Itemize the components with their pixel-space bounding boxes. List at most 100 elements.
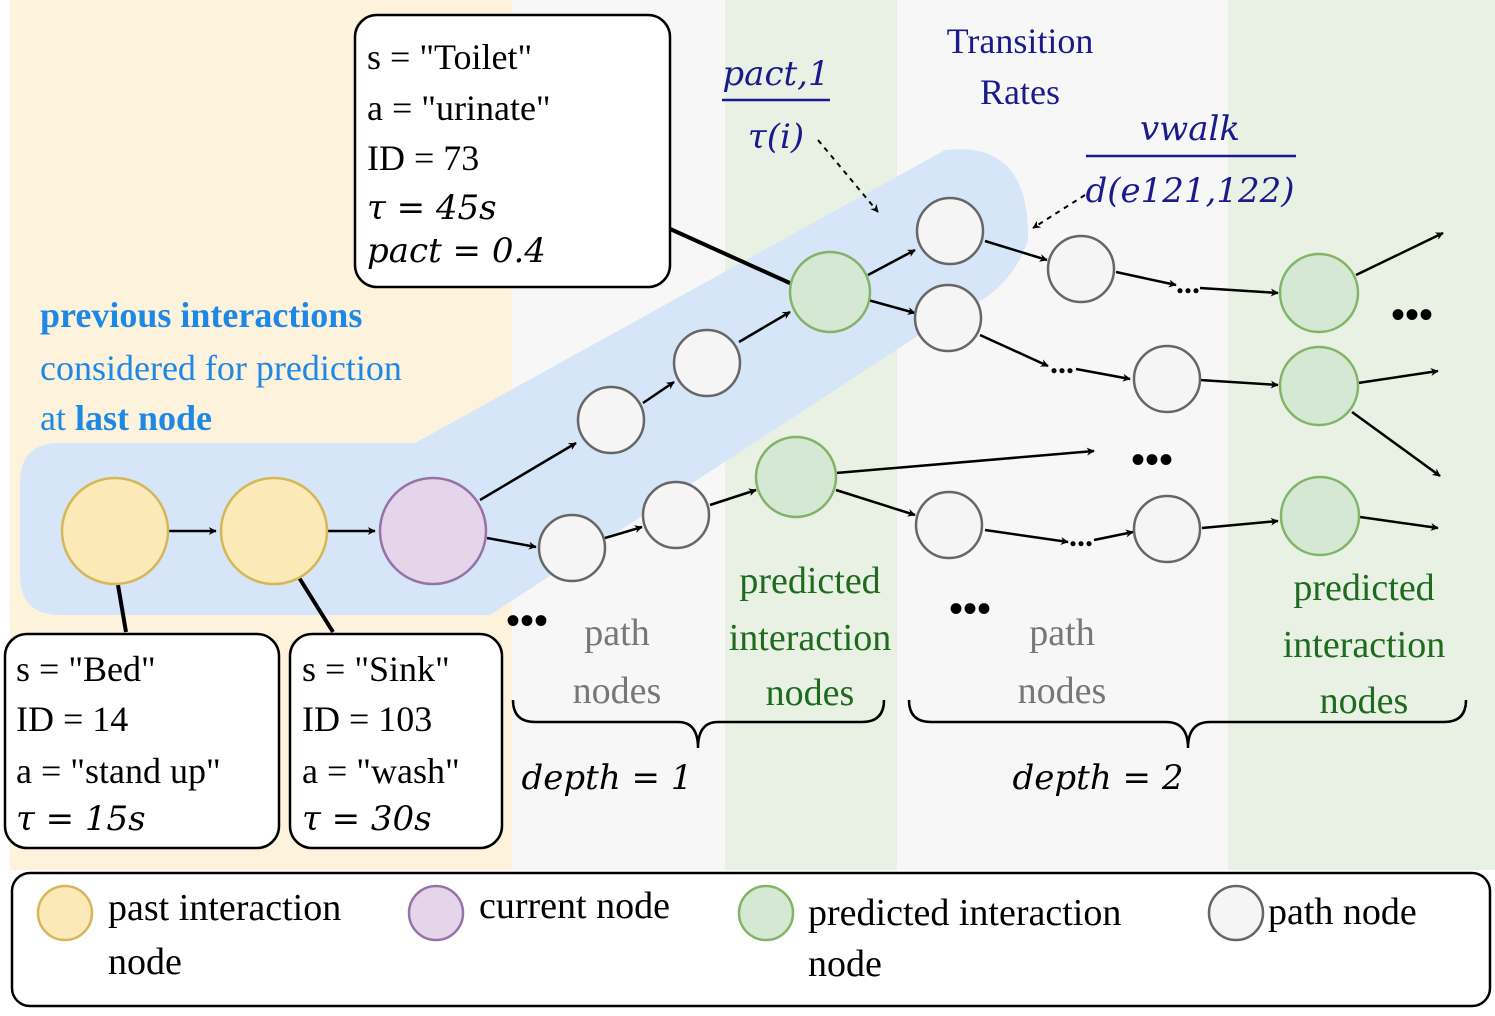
sink-s: s = "Sink" [302,649,450,689]
formula2-denominator: d(e121,122) [1085,171,1294,211]
path-node [1132,344,1202,414]
bed-s: s = "Bed" [16,649,156,689]
predicted-node [754,435,838,519]
label-line: predicted [739,560,880,602]
sink-info-box: s = "Sink" ID = 103 a = "wash" τ = 30s [288,632,504,850]
edge [1357,368,1439,385]
toilet-s: s = "Toilet" [367,37,532,77]
edge [1355,231,1444,277]
edge [486,536,537,550]
transition-line1: Transition [947,21,1094,61]
transition-rates-label: Transition Rates [947,21,1094,112]
legend-frame [10,871,1492,1008]
label-line: nodes [573,670,662,712]
depth1-label: depth = 1 [522,758,693,798]
predicted-node [1279,475,1361,557]
edge [984,239,1048,262]
edge [1075,367,1131,382]
ellipsis: ••• [1131,437,1173,482]
edge [1199,286,1279,297]
dots: ... [1069,517,1093,553]
predicted-node [1278,345,1360,427]
path-node [913,283,983,353]
rate-pointers [817,139,1086,229]
prev-line3: at last node [40,398,212,438]
sink-node [219,476,329,586]
sink-connector [296,574,335,634]
ellipsis-marks: ••• ••• ••• ••• ... ... ... [506,264,1433,643]
toilet-connector [667,226,793,286]
ellipsis: ••• [506,598,548,643]
edge [1359,515,1439,531]
formula1-numerator: pact,1 [722,54,829,94]
previous-interactions-label: previous interactions considered for pre… [40,295,402,438]
legend-current: current node [479,885,670,927]
edge [867,248,916,277]
edge [984,528,1069,545]
toilet-node [788,250,872,334]
label-line: nodes [1018,670,1107,712]
path-node [537,513,607,583]
path-node [672,328,742,398]
edge [709,488,757,507]
toilet-a: a = "urinate" [367,88,551,128]
transition-line2: Rates [980,72,1060,112]
legend-past-line2: node [108,941,182,983]
sink-tau: τ = 30s [302,799,432,839]
label-line: interaction [729,617,891,659]
depth2-label: depth = 2 [1013,758,1184,798]
ellipsis: ••• [1391,292,1433,337]
predicted-nodes-label-1: predicted interaction nodes [729,560,891,714]
bed-info-frame [3,632,281,850]
label-line: nodes [1320,680,1409,722]
legend-path-swatch [1207,884,1265,942]
edge [1199,378,1279,389]
prev-bold: previous interactions [40,295,362,335]
toilet-info-box: s = "Toilet" a = "urinate" ID = 73 τ = 4… [353,13,672,289]
edge [1093,529,1134,542]
path-node [1046,234,1116,304]
path-node [576,385,646,455]
formula-walk-rate: vwalk d(e121,122) [1085,109,1296,211]
path-node [641,480,711,550]
bed-connector [116,584,128,633]
predicted-nodes-label-2: predicted interaction nodes [1283,567,1445,722]
depth2-brace [907,699,1468,749]
legend-path: path node [1268,891,1417,933]
path-node [915,196,985,266]
sink-a: a = "wash" [302,751,460,791]
edge [604,525,643,540]
edge [1201,517,1279,530]
path-band-2 [897,0,1228,870]
edge [479,441,577,502]
toilet-tau: τ = 45s [367,188,497,228]
edge [1115,270,1177,288]
dots: ... [1050,344,1074,380]
ellipsis: ••• [949,586,991,631]
edge [979,333,1049,368]
sink-id: ID = 103 [302,699,432,739]
legend-predicted-swatch [737,884,795,942]
current-node [378,476,488,586]
edge [835,447,1095,475]
formula2-numerator: vwalk [1140,109,1240,149]
path-node [914,490,984,560]
label-line: nodes [766,672,855,714]
path-nodes-label-1: path nodes [573,612,662,712]
label-line: interaction [1283,624,1445,666]
legend-current-swatch [407,884,465,942]
bed-info-box: s = "Bed" ID = 14 a = "stand up" τ = 15s [3,632,281,850]
bed-tau: τ = 15s [16,799,146,839]
formula1-denominator: τ(i) [748,117,804,157]
legend-predicted-line1: predicted interaction [808,892,1121,934]
path-nodes-label-2: path nodes [1018,612,1107,712]
nodes [60,196,1361,586]
sink-info-frame [288,632,504,850]
bed-node [60,476,170,586]
toilet-id: ID = 73 [367,138,479,178]
bed-id: ID = 14 [16,699,128,739]
label-line: path [584,612,649,654]
legend-past-swatch [36,884,94,942]
rate-pointer-2 [1032,194,1086,229]
